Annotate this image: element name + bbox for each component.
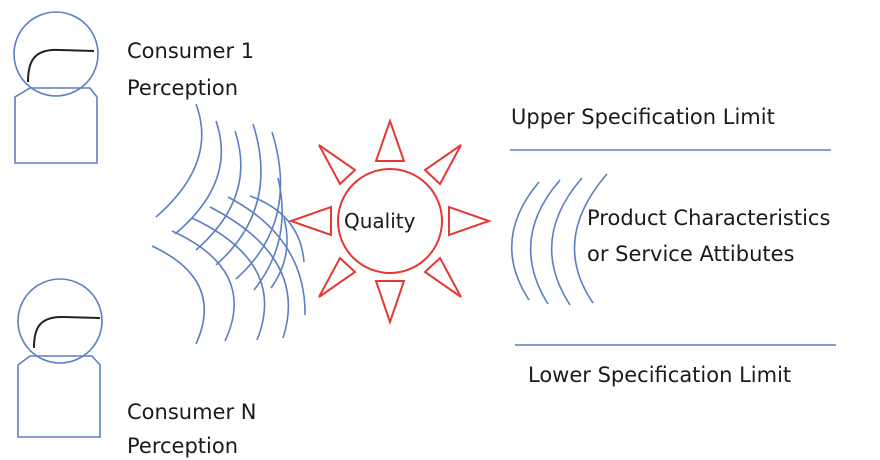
sun-ray-n — [374, 117, 406, 162]
sun-ray-nw — [318, 144, 357, 186]
consumer-1-label: Consumer 1 — [127, 39, 255, 63]
sun-ray-s — [374, 280, 406, 326]
consumer-n-icon — [17, 278, 103, 438]
consumer-1-perception-label: Perception — [127, 76, 239, 100]
consumer-n-label: Consumer N — [127, 400, 257, 424]
consumer-n-perception-label: Perception — [127, 434, 239, 458]
consumer-n-head — [17, 278, 103, 364]
consumer-1-hair — [27, 48, 95, 83]
consumer-n-hair — [33, 315, 101, 349]
quality-sun — [287, 117, 493, 326]
consumer-n-waves — [151, 195, 306, 345]
sun-ray-w — [287, 205, 332, 237]
sun-ray-e — [448, 205, 493, 237]
sun-ray-sw — [318, 256, 357, 298]
consumer-1-head — [13, 11, 99, 97]
lower-spec-label: Lower Specification Limit — [528, 363, 792, 387]
sun-ray-ne — [423, 144, 462, 186]
consumer-1-icon — [13, 11, 99, 164]
product-waves — [510, 173, 608, 306]
consumer-n-body — [17, 355, 101, 438]
quality-circle — [337, 168, 443, 274]
upper-spec-label: Upper Specification Limit — [511, 105, 775, 129]
product-characteristics-label: Product Characteristics — [587, 206, 831, 230]
quality-label: Quality — [344, 209, 416, 233]
sun-ray-se — [423, 256, 462, 298]
service-attributes-label: or Service Attibutes — [587, 242, 795, 266]
consumer-1-waves — [155, 103, 288, 291]
consumer-1-body — [14, 87, 98, 164]
